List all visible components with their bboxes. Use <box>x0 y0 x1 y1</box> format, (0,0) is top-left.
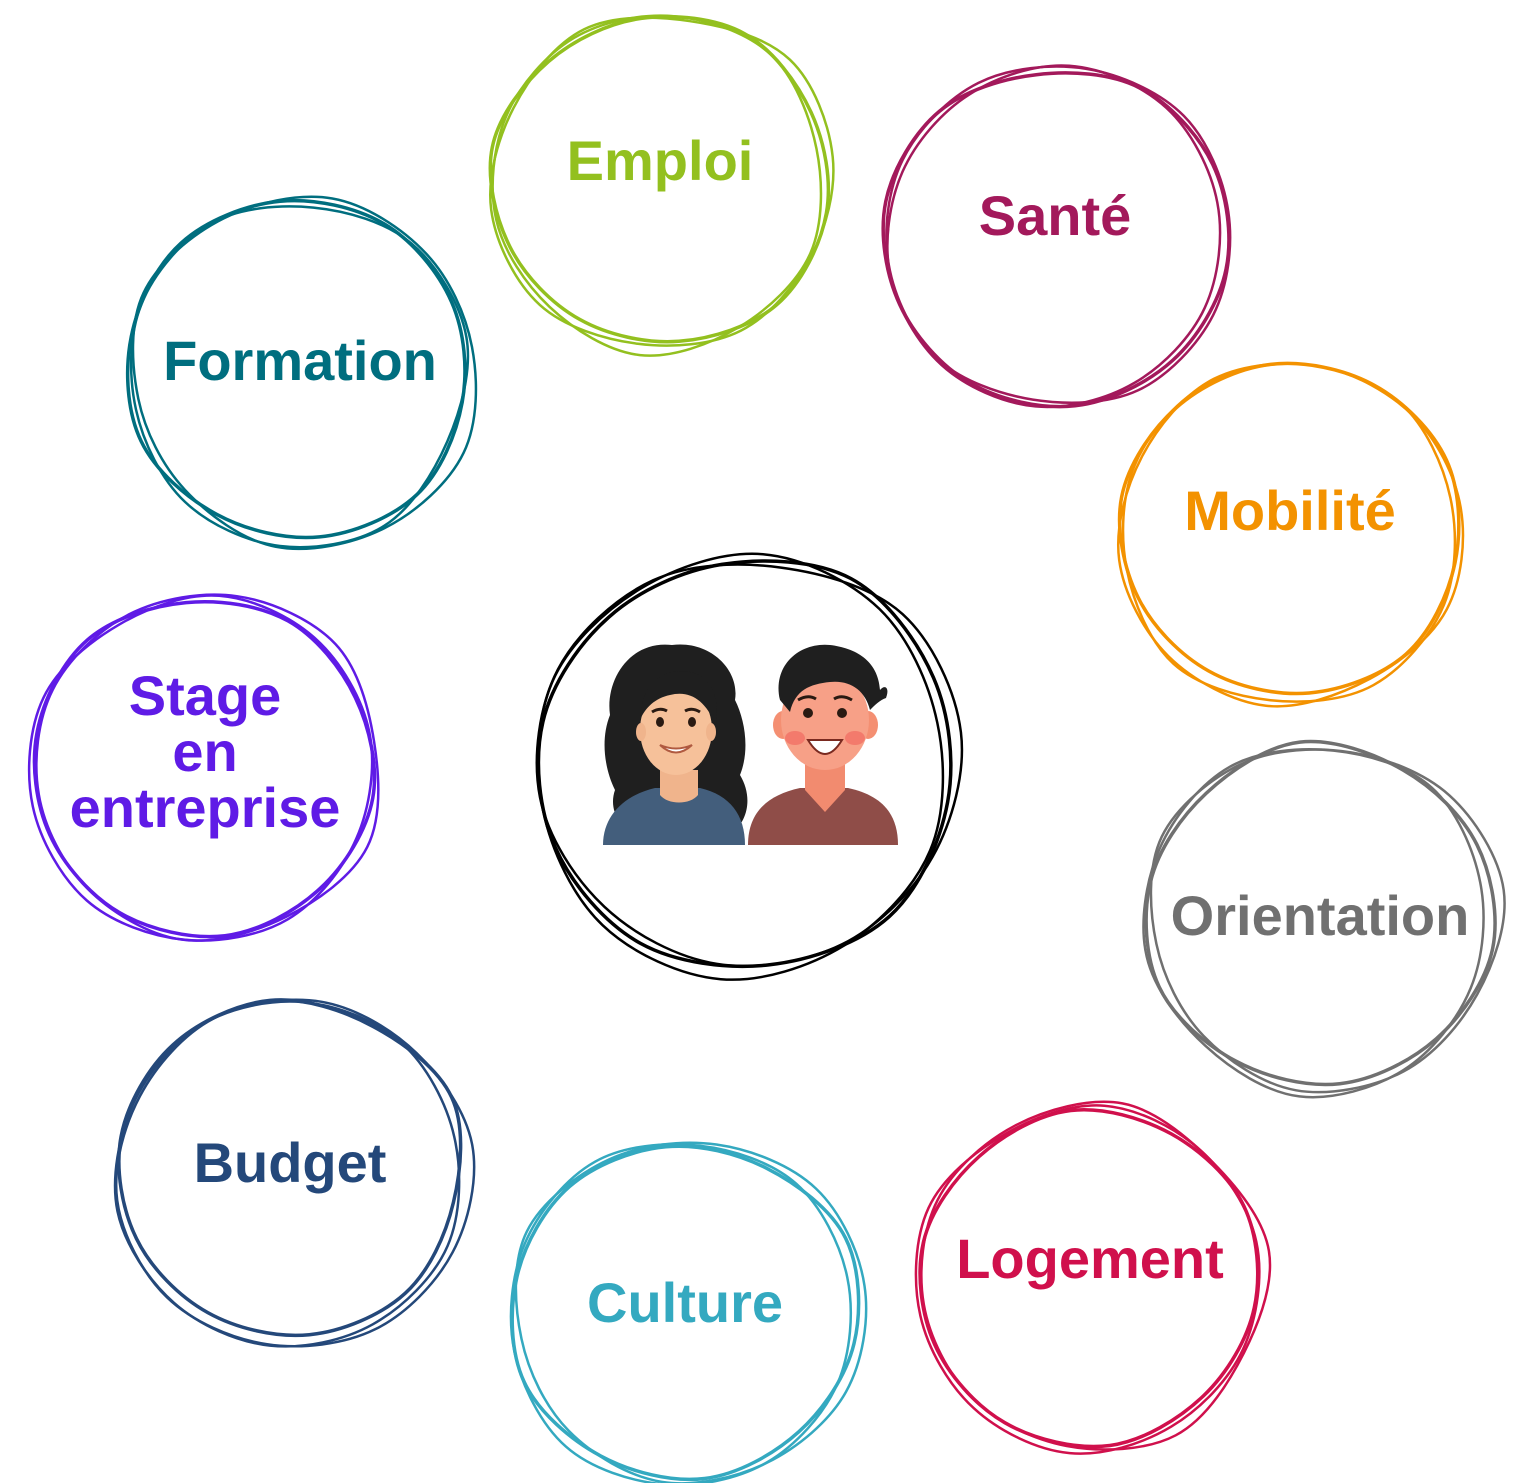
bubble-outline-stroke <box>32 599 377 939</box>
topic-label-mobilite: Mobilité <box>1184 479 1396 542</box>
bubble-outline-stroke <box>129 205 470 549</box>
topic-label-culture: Culture <box>587 1271 783 1334</box>
topic-label-logement: Logement <box>956 1227 1224 1290</box>
topic-bubble-sante: Santé <box>881 64 1232 409</box>
topic-label-emploi: Emploi <box>567 129 754 192</box>
bubble-outline-stroke <box>536 559 953 968</box>
topic-bubble-emploi: Emploi <box>488 14 835 357</box>
bubble-outline-stroke <box>886 64 1222 409</box>
bubble-outline-stroke <box>489 16 835 347</box>
topic-bubble-budget: Budget <box>113 998 476 1348</box>
topic-bubble-culture: Culture <box>509 1141 868 1483</box>
topic-bubble-mobilite: Mobilité <box>1117 361 1465 708</box>
bubble-outline-stroke <box>1142 748 1485 1099</box>
topic-label-line: Formation <box>163 329 437 392</box>
topic-label-line: Culture <box>587 1271 783 1334</box>
topic-label-line: Logement <box>956 1227 1224 1290</box>
bubble-outline-stroke <box>920 1100 1272 1451</box>
bubble-outline-stroke <box>885 65 1232 404</box>
bubble-outline-stroke <box>1149 748 1506 1094</box>
woman-avatar-icon <box>603 644 748 845</box>
bubble-outline-stroke <box>514 1141 868 1483</box>
topic-bubble-logement: Logement <box>914 1100 1272 1455</box>
topic-label-line: Emploi <box>567 129 754 192</box>
topic-label-formation: Formation <box>163 329 437 392</box>
center-scribble <box>535 552 964 981</box>
avatars-icon <box>603 644 898 845</box>
topic-label-sante: Santé <box>979 184 1132 247</box>
topic-label-budget: Budget <box>194 1131 387 1194</box>
topic-label-line: Santé <box>979 184 1132 247</box>
topic-label-line: Budget <box>194 1131 387 1194</box>
topic-label-line: Orientation <box>1171 884 1470 947</box>
topic-label-line: entreprise <box>70 776 341 839</box>
bubble-outline-stroke <box>509 1143 853 1483</box>
bubble-outline-stroke <box>113 1000 461 1348</box>
bubble-outline-stroke <box>1121 362 1457 703</box>
topic-label-line: en <box>172 720 237 783</box>
topic-label-orientation: Orientation <box>1171 884 1470 947</box>
bubble-outline-stroke <box>27 594 374 942</box>
bubble-outline-stroke <box>881 71 1231 409</box>
topic-label-line: Mobilité <box>1184 479 1396 542</box>
bubble-outline-stroke <box>491 14 823 357</box>
topic-bubble-orientation: Orientation <box>1142 739 1506 1099</box>
bubble-outline-stroke <box>35 593 380 942</box>
bubble-outline-stroke <box>536 552 945 981</box>
topic-bubble-formation: Formation <box>125 195 478 551</box>
bubble-outline-stroke <box>914 1104 1261 1455</box>
topic-label-line: Stage <box>129 664 282 727</box>
center-bubble <box>535 552 964 981</box>
man-avatar-icon <box>748 644 898 845</box>
